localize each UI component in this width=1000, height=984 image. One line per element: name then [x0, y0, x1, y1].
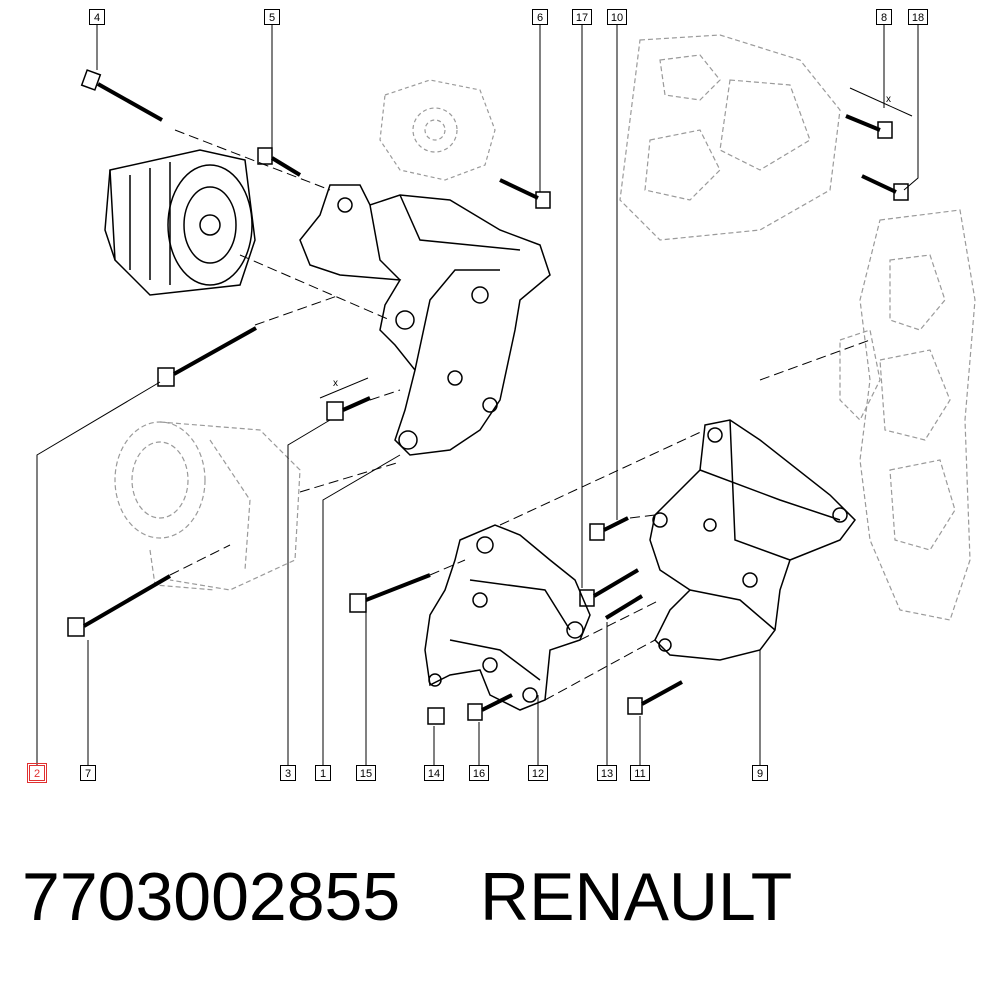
callout-1: 1 [315, 765, 331, 781]
callout-12: 12 [528, 765, 548, 781]
dimension-label-x-right: x [886, 94, 891, 105]
engine-block-ghost [619, 34, 976, 621]
bolt-16 [467, 693, 513, 721]
bolt-2 [157, 326, 257, 387]
callout-4: 4 [89, 9, 105, 25]
callout-2-highlighted: 2 [27, 763, 47, 783]
bolt-3 [326, 396, 371, 421]
bolt-8 [845, 114, 893, 139]
callout-13: 13 [597, 765, 617, 781]
bolt-10 [589, 516, 629, 541]
pump-ghost [379, 79, 496, 181]
bolt-15 [349, 573, 431, 613]
bolt-4 [80, 69, 163, 122]
callout-11: 11 [630, 765, 650, 781]
callout-7: 7 [80, 765, 96, 781]
middle-bracket [424, 524, 591, 711]
stud-13 [604, 594, 644, 620]
callout-15: 15 [356, 765, 376, 781]
dimension-marks [319, 87, 913, 399]
assembly-guide-lines [169, 129, 871, 701]
callout-9: 9 [752, 765, 768, 781]
dimension-label-x-left: x [333, 378, 338, 389]
bolt-6 [499, 178, 551, 209]
exploded-parts-diagram [36, 25, 976, 765]
nut-14 [427, 707, 445, 725]
bolt-5 [257, 147, 302, 177]
bolt-17 [579, 568, 640, 607]
alternator [104, 149, 256, 296]
callout-18: 18 [908, 9, 928, 25]
right-bracket [649, 419, 856, 661]
callout-17: 17 [572, 9, 592, 25]
bolts [67, 69, 909, 725]
callout-3: 3 [280, 765, 296, 781]
brand-name: RENAULT [480, 859, 793, 935]
callout-5: 5 [264, 9, 280, 25]
bolt-18 [861, 174, 909, 201]
callout-16: 16 [469, 765, 489, 781]
ac-compressor-ghost [114, 421, 301, 591]
leader-lines [36, 25, 919, 765]
callout-10: 10 [607, 9, 627, 25]
bolt-11 [627, 680, 683, 715]
part-number: 7703002855 [22, 859, 401, 935]
callout-14: 14 [424, 765, 444, 781]
callout-8: 8 [876, 9, 892, 25]
callout-6: 6 [532, 9, 548, 25]
upper-mounting-bracket [299, 184, 551, 456]
bolt-7 [67, 574, 172, 637]
